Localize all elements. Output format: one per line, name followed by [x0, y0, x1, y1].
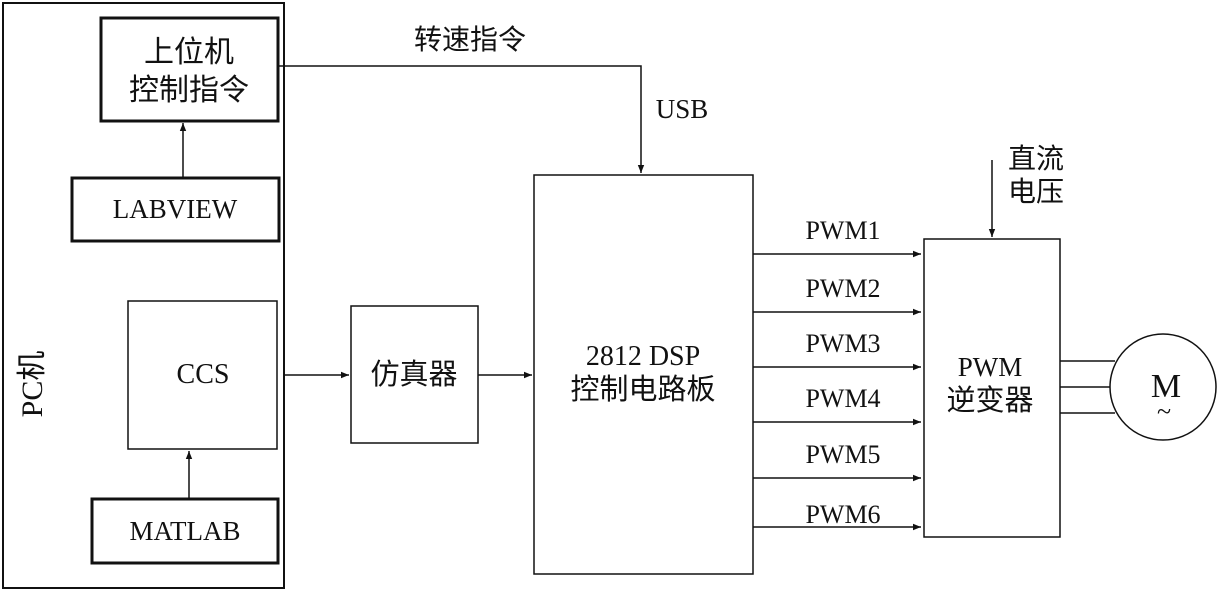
ccs-block — [127, 300, 278, 450]
host-command-label-line2: 控制指令 — [129, 74, 249, 107]
usb-label: USB — [656, 94, 709, 124]
pwm4-label: PWM4 — [805, 384, 880, 413]
emulator-label: 仿真器 — [370, 358, 457, 391]
ccs-label: CCS — [177, 359, 230, 390]
matlab-label: MATLAB — [129, 516, 240, 546]
matlab-block — [90, 497, 280, 565]
pwm2-label: PWM2 — [805, 274, 880, 303]
pc-label: PC机 — [16, 351, 49, 418]
pwm3-label: PWM3 — [805, 329, 880, 358]
labview-block — [70, 176, 281, 243]
motor-label: M — [1151, 368, 1181, 405]
host-command-label-line1: 上位机 — [144, 36, 234, 69]
labview-label: LABVIEW — [113, 194, 238, 224]
inverter-label-line2: 逆变器 — [946, 384, 1033, 417]
motor-circle — [1109, 333, 1217, 441]
pwm5-label: PWM5 — [805, 440, 880, 469]
dc-voltage-label-line1: 直流 — [1008, 143, 1064, 175]
speed-command-line — [278, 65, 645, 173]
pwm6-label: PWM6 — [805, 500, 880, 529]
inverter-block — [923, 238, 1061, 538]
motor-ac-symbol: ~ — [1157, 397, 1171, 426]
inverter-label-line1: PWM — [958, 352, 1023, 382]
pwm-signals: PWM1 PWM2 PWM3 PWM4 PWM5 PWM6 — [753, 216, 921, 531]
speed-command-label: 转速指令 — [414, 24, 526, 56]
pc-container — [2, 2, 285, 589]
pwm1-label: PWM1 — [805, 216, 880, 245]
host-command-block — [99, 16, 280, 123]
dsp-board-block — [533, 174, 754, 575]
dsp-board-label-line2: 控制电路板 — [570, 373, 715, 406]
dc-voltage-label-line2: 电压 — [1008, 176, 1064, 208]
three-phase-lines — [1060, 360, 1115, 414]
dsp-board-label-line1: 2812 DSP — [586, 341, 700, 372]
